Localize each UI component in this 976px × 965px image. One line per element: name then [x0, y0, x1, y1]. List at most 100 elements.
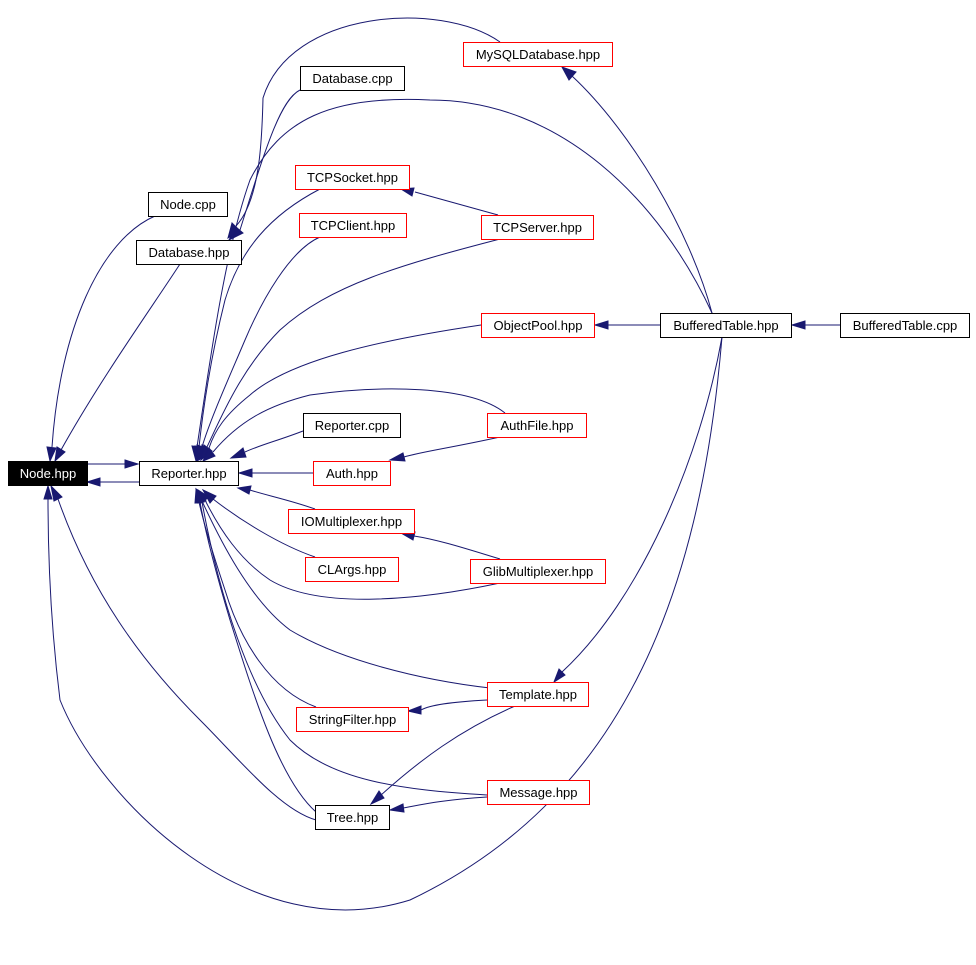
- edge-tree-hpp-to-node-hpp: [50, 484, 317, 821]
- node-label: Node.cpp: [160, 197, 216, 212]
- edge-line: [239, 89, 301, 231]
- edge-tcpclient-hpp-to-reporter-hpp: [196, 236, 321, 462]
- node-box: [487, 413, 587, 438]
- arrowhead-icon: [54, 446, 66, 463]
- node-box: [299, 213, 407, 238]
- node-bufferedtable-cpp[interactable]: BufferedTable.cpp: [840, 313, 970, 338]
- edge-iomultiplexer-hpp-to-reporter-hpp: [236, 485, 316, 510]
- arrowhead-icon: [202, 447, 216, 462]
- node-reporter-cpp[interactable]: Reporter.cpp: [303, 413, 401, 438]
- edge-bufferedtable-hpp-to-node-hpp: [43, 336, 723, 911]
- edge-message-hpp-to-tree-hpp: [388, 796, 488, 813]
- node-label: ObjectPool.hpp: [494, 318, 583, 333]
- node-stringfilter-hpp[interactable]: StringFilter.hpp: [296, 707, 409, 732]
- arrowhead-icon: [46, 446, 57, 463]
- node-box: [295, 165, 410, 190]
- node-label: Database.hpp: [149, 245, 230, 260]
- edge-line: [414, 191, 499, 216]
- node-label: TCPClient.hpp: [311, 218, 396, 233]
- node-tcpclient-hpp[interactable]: TCPClient.hpp: [299, 213, 407, 238]
- node-node-cpp[interactable]: Node.cpp: [148, 192, 228, 217]
- edge-line: [201, 236, 321, 448]
- node-box: [139, 461, 239, 486]
- edge-line: [235, 17, 501, 227]
- node-label: TCPServer.hpp: [493, 220, 582, 235]
- edge-database-hpp-to-node-hpp: [54, 263, 181, 463]
- node-auth-hpp[interactable]: Auth.hpp: [313, 461, 391, 486]
- node-box: [296, 707, 409, 732]
- node-label: Reporter.hpp: [151, 466, 226, 481]
- arrowhead-icon: [552, 668, 566, 684]
- edge-line: [208, 324, 482, 449]
- node-mysqldatabase-hpp[interactable]: MySQLDatabase.hpp: [463, 42, 613, 67]
- edge-bufferedtable-hpp-to-reporter-hpp: [191, 98, 713, 463]
- edge-line: [47, 336, 723, 911]
- edge-line: [244, 430, 304, 453]
- edge-line: [403, 436, 501, 458]
- edge-node-hpp-to-reporter-hpp: [87, 459, 140, 469]
- node-reporter-hpp[interactable]: Reporter.hpp: [139, 461, 239, 486]
- arrowhead-icon: [124, 459, 140, 469]
- nodes-layer: Node.hpp Reporter.hpp Node.cppDatabase.hpp…: [8, 42, 970, 830]
- edge-reporter-cpp-to-reporter-hpp: [229, 430, 304, 459]
- arrowhead-icon: [593, 320, 609, 330]
- edge-line: [420, 699, 488, 711]
- node-box: [300, 66, 405, 91]
- edge-auth-hpp-to-reporter-hpp: [237, 468, 313, 478]
- node-clargs-hpp[interactable]: CLArgs.hpp: [305, 557, 399, 582]
- edge-glibmultiplexer-hpp-to-reporter-hpp: [197, 488, 501, 600]
- edge-line: [249, 489, 316, 510]
- node-box: [660, 313, 792, 338]
- edge-line: [571, 75, 713, 314]
- node-label: Template.hpp: [499, 687, 577, 702]
- node-database-cpp[interactable]: Database.cpp: [300, 66, 405, 91]
- node-label: BufferedTable.hpp: [673, 318, 778, 333]
- node-box: [136, 240, 242, 265]
- node-authfile-hpp[interactable]: AuthFile.hpp: [487, 413, 587, 438]
- node-box: [481, 215, 594, 240]
- edge-line: [198, 188, 321, 448]
- edge-node-cpp-to-node-hpp: [46, 215, 156, 463]
- edge-bufferedtable-hpp-to-mysqldatabase-hpp: [560, 66, 713, 314]
- edge-line: [380, 705, 516, 796]
- node-message-hpp[interactable]: Message.hpp: [487, 780, 590, 805]
- node-box: [487, 682, 589, 707]
- node-tree-hpp[interactable]: Tree.hpp: [315, 805, 390, 830]
- edge-line: [561, 336, 723, 673]
- edge-template-hpp-to-stringfilter-hpp: [406, 699, 488, 715]
- node-box: [487, 780, 590, 805]
- edge-reporter-hpp-to-node-hpp: [85, 477, 139, 487]
- edge-line: [51, 215, 156, 448]
- edge-line: [57, 498, 317, 821]
- node-label: AuthFile.hpp: [501, 418, 574, 433]
- arrowhead-icon: [388, 452, 406, 462]
- node-box: [470, 559, 606, 584]
- arrowhead-icon: [43, 484, 53, 500]
- arrowhead-icon: [50, 484, 63, 502]
- node-tcpsocket-hpp[interactable]: TCPSocket.hpp: [295, 165, 410, 190]
- node-tcpserver-hpp[interactable]: TCPServer.hpp: [481, 215, 594, 240]
- arrowhead-icon: [388, 803, 405, 813]
- node-box: [8, 461, 88, 486]
- node-objectpool-hpp[interactable]: ObjectPool.hpp: [481, 313, 595, 338]
- edge-authfile-hpp-to-reporter-hpp: [202, 388, 506, 462]
- arrowhead-icon: [237, 468, 253, 478]
- node-box: [148, 192, 228, 217]
- node-box: [288, 509, 415, 534]
- edges-layer: [43, 17, 840, 911]
- edge-authfile-hpp-to-auth-hpp: [388, 436, 501, 462]
- node-label: Tree.hpp: [327, 810, 379, 825]
- node-bufferedtable-hpp[interactable]: BufferedTable.hpp: [660, 313, 792, 338]
- arrowhead-icon: [406, 705, 422, 715]
- node-glibmultiplexer-hpp[interactable]: GlibMultiplexer.hpp: [470, 559, 606, 584]
- node-label: Node.hpp: [20, 466, 76, 481]
- node-box: [481, 313, 595, 338]
- edge-tcpserver-hpp-to-tcpsocket-hpp: [399, 187, 499, 216]
- node-template-hpp[interactable]: Template.hpp: [487, 682, 589, 707]
- edge-line: [402, 796, 488, 809]
- node-label: BufferedTable.cpp: [853, 318, 958, 333]
- node-database-hpp[interactable]: Database.hpp: [136, 240, 242, 265]
- edge-message-hpp-to-reporter-hpp: [196, 488, 488, 796]
- node-iomultiplexer-hpp[interactable]: IOMultiplexer.hpp: [288, 509, 415, 534]
- edge-template-hpp-to-tree-hpp: [369, 705, 516, 806]
